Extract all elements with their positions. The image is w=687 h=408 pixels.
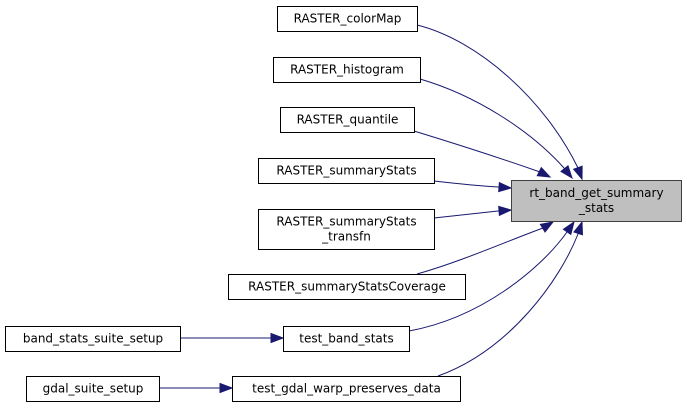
node-label: RASTER_summaryStatsCoverage <box>248 280 446 294</box>
node-rt-band-get-summary-stats[interactable]: rt_band_get_summary_stats <box>511 180 682 222</box>
edge-band-stats-suite-setup-to-test-band-stats <box>180 332 285 344</box>
node-raster-summarystatscoverage[interactable]: RASTER_summaryStatsCoverage <box>228 274 466 300</box>
node-gdal-suite-setup[interactable]: gdal_suite_setup <box>26 376 160 402</box>
edge-line <box>416 227 544 275</box>
node-label: test_gdal_warp_preserves_data <box>252 382 441 396</box>
node-box[interactable] <box>228 274 466 300</box>
edge-raster-summarystats-transfn-to-rt-band-get-summary-stats <box>433 205 513 219</box>
edge-line <box>408 231 568 332</box>
node-test-band-stats[interactable]: test_band_stats <box>283 326 410 352</box>
arrowhead-icon <box>573 220 584 236</box>
node-label: RASTER_colorMap <box>294 12 402 26</box>
arrowhead-icon <box>498 205 513 217</box>
node-label: _transfn <box>321 230 371 244</box>
arrowhead-icon <box>562 220 575 236</box>
arrowhead-icon <box>536 166 552 178</box>
edge-line <box>433 180 499 188</box>
edge-line <box>419 78 565 169</box>
edge-raster-colormap-to-rt-band-get-summary-stats <box>416 24 583 181</box>
node-box[interactable] <box>280 107 415 133</box>
node-label: test_band_stats <box>299 332 394 346</box>
edge-test-gdal-warp-preserves-data-to-rt-band-get-summary-stats <box>437 220 584 377</box>
node-test-gdal-warp-preserves-data[interactable]: test_gdal_warp_preserves_data <box>232 376 461 402</box>
nodes-layer: rt_band_get_summary_stats RASTER_colorMap… <box>5 6 682 402</box>
node-raster-colormap[interactable]: RASTER_colorMap <box>277 6 418 32</box>
edge-line <box>437 233 579 377</box>
node-box[interactable] <box>258 209 435 250</box>
edge-gdal-suite-setup-to-test-gdal-warp-preserves-data <box>159 382 234 394</box>
arrowhead-icon <box>219 382 234 394</box>
node-raster-summarystats[interactable]: RASTER_summaryStats <box>258 158 435 184</box>
node-box[interactable] <box>283 326 410 352</box>
edges-layer <box>159 24 584 394</box>
node-box[interactable] <box>26 376 160 402</box>
node-box[interactable] <box>258 158 435 184</box>
node-label: band_stats_suite_setup <box>23 332 163 346</box>
node-label: RASTER_quantile <box>297 113 399 127</box>
edge-raster-summarystats-to-rt-band-get-summary-stats <box>433 180 513 193</box>
edge-raster-histogram-to-rt-band-get-summary-stats <box>419 78 573 180</box>
node-label: RASTER_summaryStats <box>276 215 416 229</box>
arrowhead-icon <box>270 332 285 344</box>
node-raster-summarystats-transfn[interactable]: RASTER_summaryStats_transfn <box>258 209 435 250</box>
node-raster-quantile[interactable]: RASTER_quantile <box>280 107 415 133</box>
arrowhead-icon <box>572 165 583 181</box>
edge-line <box>416 24 579 169</box>
edge-raster-summarystatscoverage-to-rt-band-get-summary-stats <box>416 221 555 275</box>
node-raster-histogram[interactable]: RASTER_histogram <box>273 57 421 83</box>
node-label: _stats <box>578 201 614 215</box>
node-band-stats-suite-setup[interactable]: band_stats_suite_setup <box>5 326 181 352</box>
edge-line-end <box>563 167 565 169</box>
edge-line <box>433 210 499 219</box>
edge-line <box>413 130 541 173</box>
node-label: RASTER_summaryStats <box>276 164 416 178</box>
node-label: rt_band_get_summary <box>529 186 663 200</box>
edge-test-band-stats-to-rt-band-get-summary-stats <box>408 220 575 332</box>
node-box[interactable] <box>232 376 461 402</box>
node-box[interactable] <box>273 57 421 83</box>
node-label: RASTER_histogram <box>290 63 404 77</box>
focus-node-box[interactable] <box>511 180 682 222</box>
arrowhead-icon <box>539 221 555 233</box>
edge-raster-quantile-to-rt-band-get-summary-stats <box>413 130 552 178</box>
arrowhead-icon <box>560 164 573 180</box>
arrowhead-icon <box>498 181 513 193</box>
node-label: gdal_suite_setup <box>43 382 144 396</box>
node-box[interactable] <box>277 6 418 32</box>
node-box[interactable] <box>5 326 181 352</box>
